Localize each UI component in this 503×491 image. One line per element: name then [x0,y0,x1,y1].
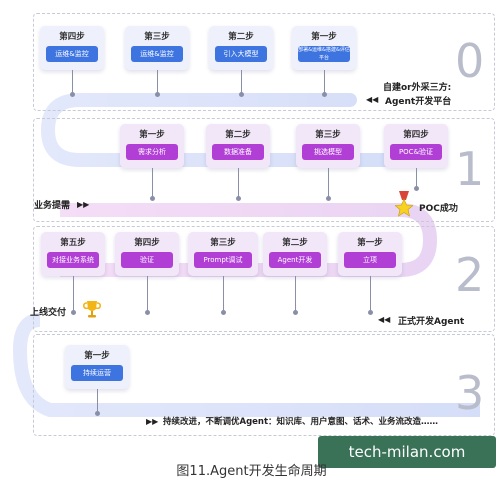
stem-row2-5 [368,276,373,315]
card-row1-2: 第二步 数据准备 [206,124,270,168]
stem-row2-2 [145,276,150,315]
step-label: 第三步 [210,238,236,248]
stem-row0-4 [322,70,327,97]
trophy-icon [83,301,101,318]
stem-row1-4 [414,168,419,191]
stem-row0-3 [239,70,244,97]
stage-number-0: 0 [455,34,485,88]
step-label: 第四步 [59,32,85,42]
step-label: 第一步 [357,238,383,248]
double-arrow-icon: ▶▶ [77,200,90,209]
action-button: POC&验证 [390,144,442,160]
stage-3-box [33,334,495,436]
stage-2-end-note: 正式开发Agent [398,317,465,327]
stem-row3-1 [95,389,100,416]
stem-row1-1 [150,168,155,201]
stem-row1-3 [326,168,331,201]
stem-row0-2 [155,70,160,97]
double-arrow-icon: ◀◀ [378,315,391,324]
card-row2-2: 第四步 验证 [115,232,179,276]
card-row2-3: 第三步 Prompt调试 [188,232,258,276]
stage-3-end-note: 持续改进，不断调优Agent：知识库、用户意图、话术、业务流改造…… [163,417,439,427]
card-row3-1: 第一步 持续运营 [65,345,129,389]
card-row2-1: 第五步 对接业务系统 [41,232,105,276]
stage-1-start-note: 业务提需 [34,201,71,211]
action-button: 立项 [344,252,396,268]
action-button: 部署&运维&搭建&评估平台 [298,46,350,62]
card-row0-2: 第三步 运维&监控 [125,26,189,70]
stage-0-note2: Agent开发平台 [385,97,452,107]
step-label: 第一步 [139,130,165,140]
step-label: 第二步 [282,238,308,248]
stem-row2-4 [293,276,298,315]
stem-row2-1 [71,276,76,315]
action-button: 持续运营 [71,365,123,381]
step-label: 第二步 [225,130,251,140]
stage-0-box [33,13,495,111]
card-row0-4: 第一步 部署&运维&搭建&评估平台 [292,26,356,70]
watermark-badge: tech-milan.com [318,436,496,468]
step-label: 第一步 [311,32,337,42]
step-label: 第一步 [84,351,110,361]
stem-row1-2 [236,168,241,201]
stage-2-start-note: 上线交付 [30,308,67,318]
stage-number-2: 2 [455,248,485,302]
action-button: 运维&监控 [131,46,183,62]
step-label: 第二步 [228,32,254,42]
stage-number-1: 1 [455,142,485,196]
card-row1-4: 第四步 POC&验证 [384,124,448,168]
card-row1-1: 第一步 需求分析 [120,124,184,168]
card-row2-5: 第一步 立项 [338,232,402,276]
step-label: 第三步 [144,32,170,42]
stage-1-box [33,118,495,222]
stage-number-3: 3 [455,366,485,420]
action-button: 验证 [121,252,173,268]
card-row2-4: 第二步 Agent开发 [263,232,327,276]
step-label: 第四步 [134,238,160,248]
action-button: Prompt调试 [194,252,252,268]
action-button: 需求分析 [126,144,178,160]
action-button: 引入大模型 [215,46,267,62]
stage-2-box [33,226,495,332]
stage-1-end-note: POC成功 [419,204,458,214]
medal-star-icon [395,191,413,217]
action-button: 数据准备 [212,144,264,160]
stem-row0-1 [70,70,75,97]
stem-row2-3 [221,276,226,315]
action-button: Agent开发 [269,252,321,268]
action-button: 运维&监控 [46,46,98,62]
action-button: 挑选模型 [302,144,354,160]
figure-caption: 图11.Agent开发生命周期 [176,464,327,479]
double-arrow-icon: ◀◀ [366,95,379,104]
card-row0-3: 第二步 引入大模型 [209,26,273,70]
step-label: 第四步 [403,130,429,140]
double-arrow-icon: ▶▶ [146,417,159,426]
card-row1-3: 第三步 挑选模型 [296,124,360,168]
step-label: 第五步 [60,238,86,248]
step-label: 第三步 [315,130,341,140]
stage-0-note: 自建or外采三方: [383,83,452,93]
card-row0-1: 第四步 运维&监控 [40,26,104,70]
action-button: 对接业务系统 [47,252,99,268]
